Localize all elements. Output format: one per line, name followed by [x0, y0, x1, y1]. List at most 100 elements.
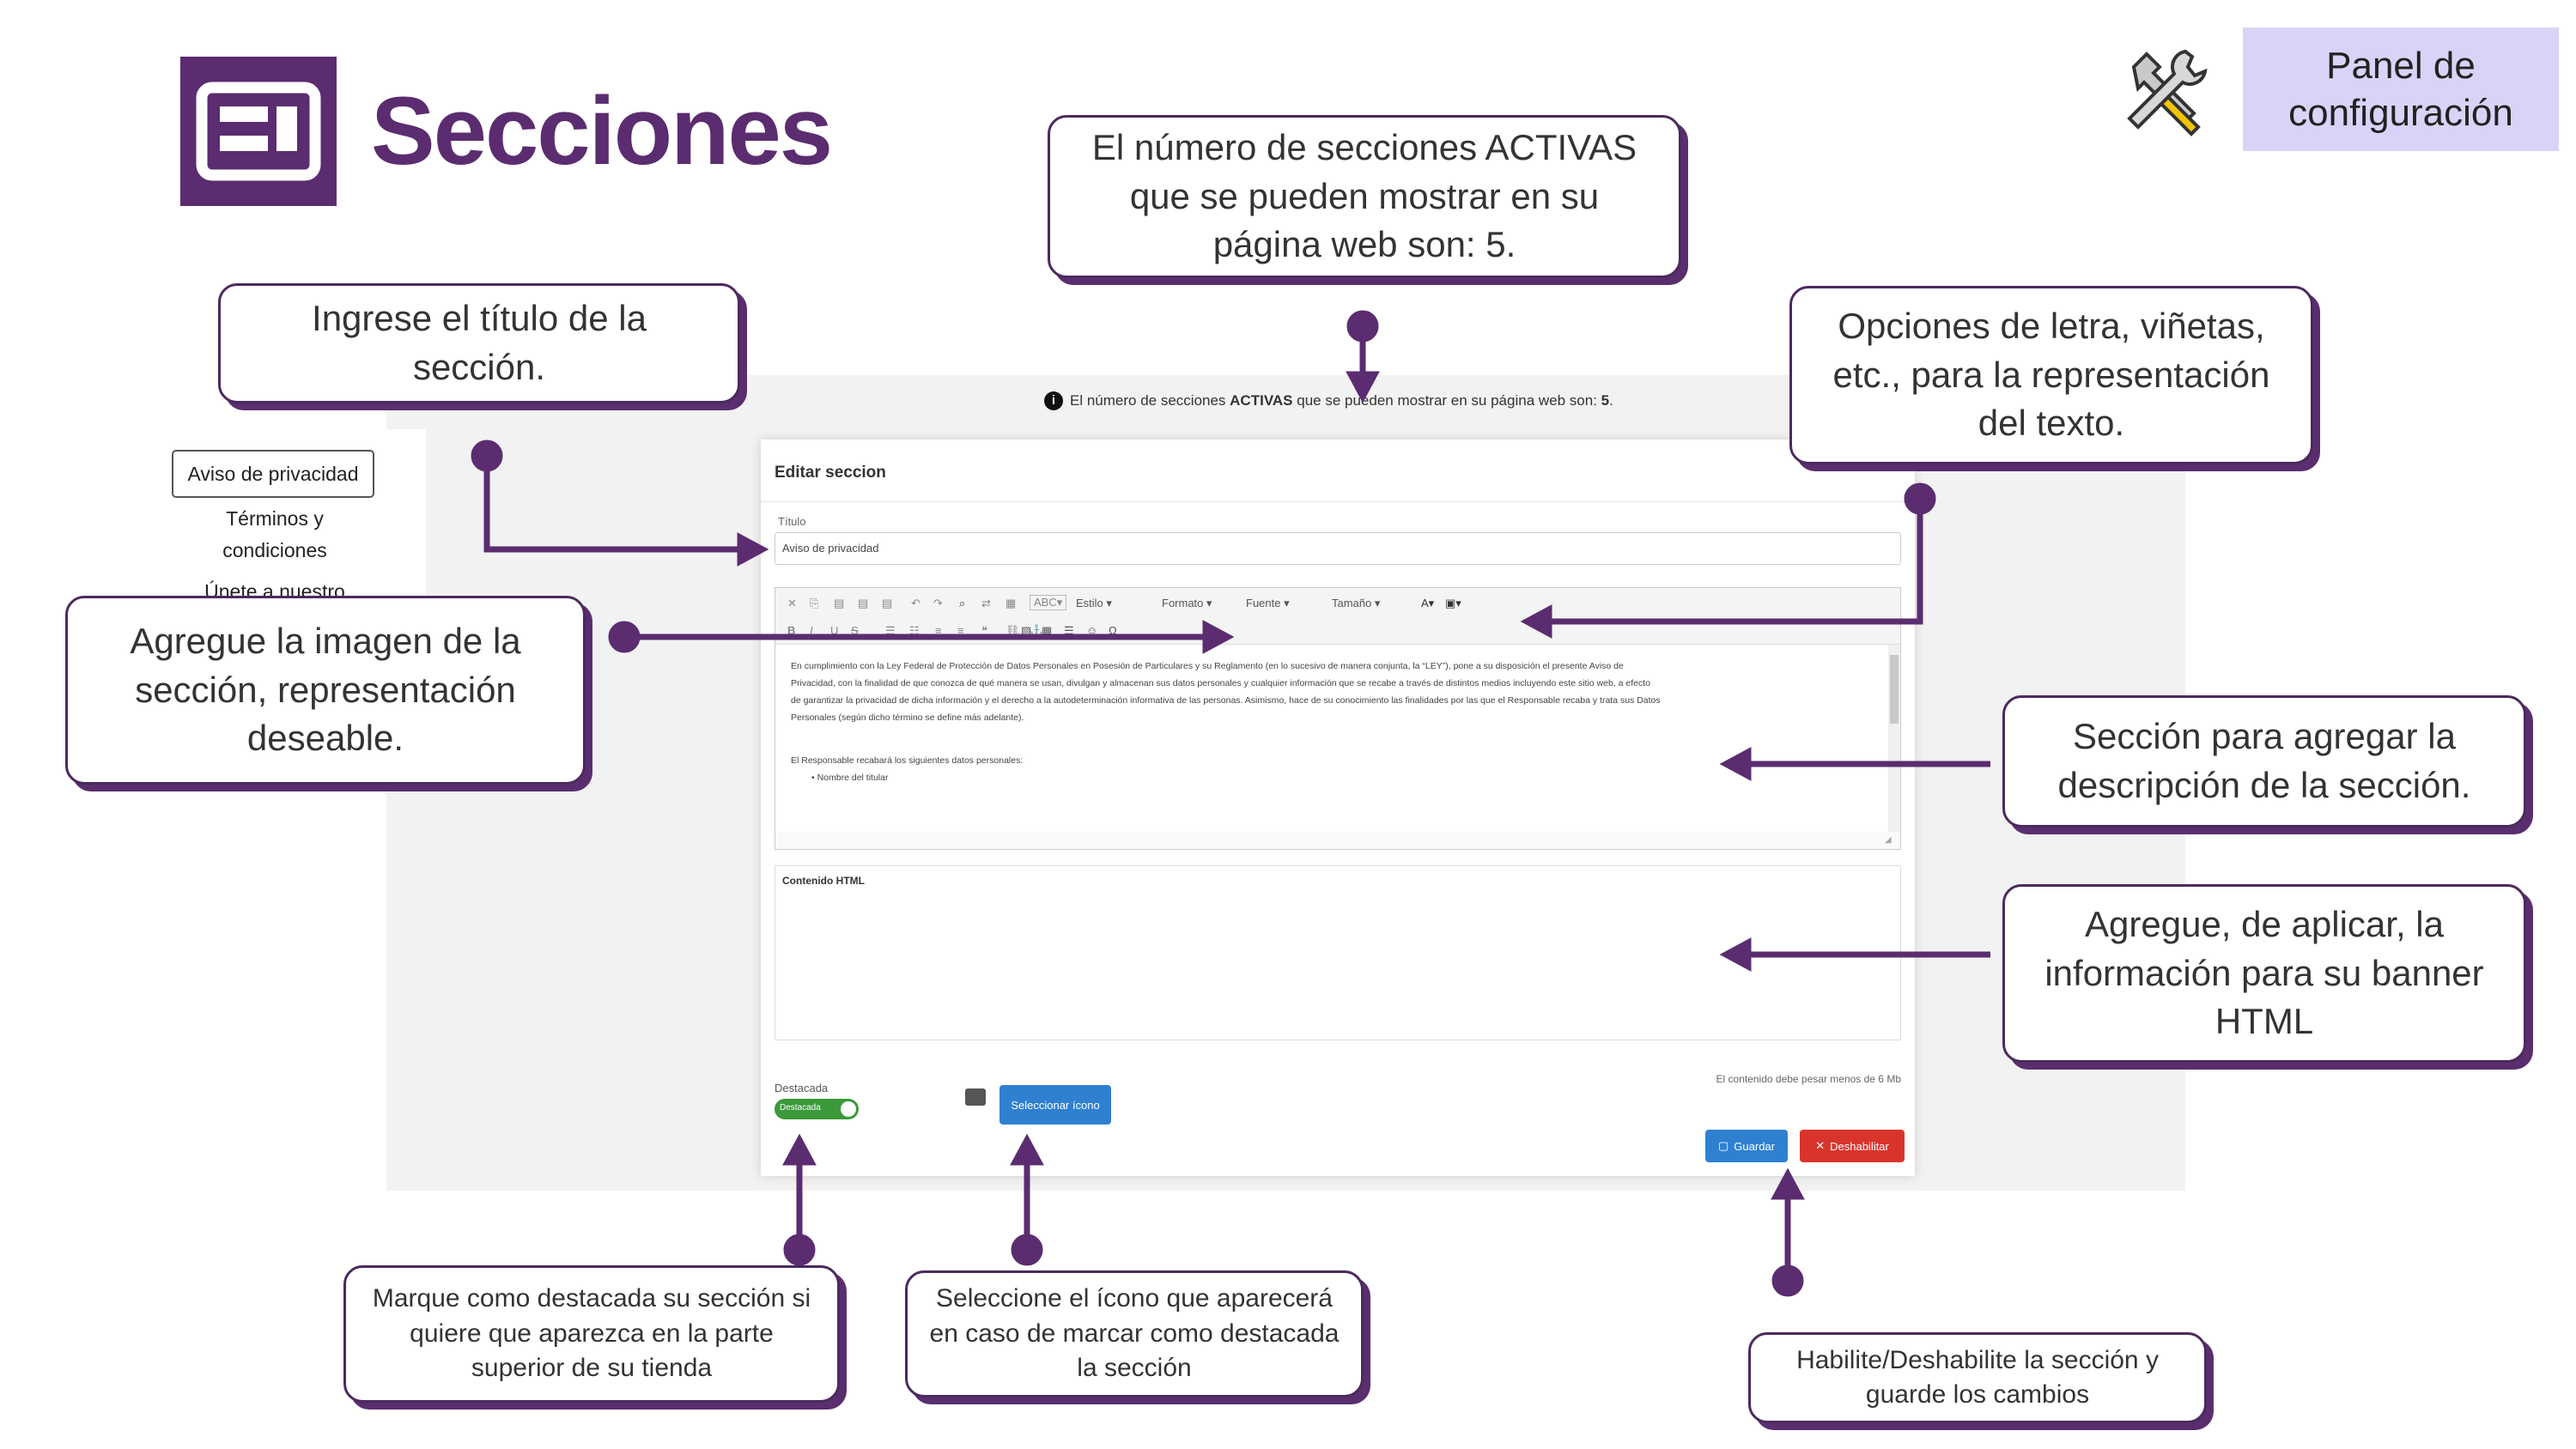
align-center-icon[interactable]: ≡: [957, 624, 964, 637]
redo-icon[interactable]: ↷: [933, 597, 943, 609]
editor-para-2: El Responsable recabará los siguientes d…: [791, 755, 1024, 766]
callout-image-text: Agregue la imagen de la sección, represe…: [130, 620, 521, 759]
font-dropdown[interactable]: Fuente ▾: [1246, 597, 1290, 609]
image-icon[interactable]: ▨: [1021, 624, 1032, 637]
size-note: El contenido debe pesar menos de 6 Mb: [1716, 1073, 1901, 1085]
sidebar-item-privacy[interactable]: Aviso de privacidad: [172, 450, 374, 498]
featured-toggle[interactable]: Destacada: [775, 1099, 859, 1119]
toggle-knob: [841, 1101, 856, 1117]
info-icon: i: [1044, 391, 1063, 410]
spellcheck-icon[interactable]: ABC▾: [1030, 595, 1067, 610]
callout-active-count-text: El número de secciones ACTIVAS que se pu…: [1091, 126, 1637, 265]
special-char-icon[interactable]: Ω: [1109, 624, 1117, 637]
callout-font-options-text: Opciones de letra, viñetas, etc., para l…: [1832, 305, 2270, 444]
sidebar-item-terms[interactable]: Términos y condiciones: [222, 507, 327, 561]
hr-icon[interactable]: ☰: [1064, 624, 1074, 637]
copy-icon[interactable]: ⎘: [810, 597, 819, 609]
editor-line-2: Privacidad, con la finalidad de que cono…: [791, 677, 1651, 688]
size-dropdown[interactable]: Tamaño ▾: [1332, 597, 1381, 609]
editor-line-4: Personales (según dicho término se defin…: [791, 712, 1024, 723]
callout-title: Ingrese el título de la sección.: [218, 283, 740, 403]
underline-icon[interactable]: U: [830, 624, 839, 637]
title-label: Título: [778, 515, 806, 528]
bg-color-icon[interactable]: ▣▾: [1445, 597, 1461, 609]
format-dropdown[interactable]: Formato ▾: [1162, 597, 1212, 609]
list-icon[interactable]: ☰: [885, 624, 896, 637]
notice-count: 5: [1601, 392, 1610, 409]
callout-description: Sección para agregar la descripción de l…: [2002, 695, 2526, 828]
editor-content[interactable]: En cumplimiento con la Ley Federal de Pr…: [775, 645, 1888, 832]
text-color-icon[interactable]: A▾: [1421, 597, 1435, 609]
undo-icon[interactable]: ↶: [911, 597, 920, 609]
config-panel-label: Panel de configuración: [2243, 27, 2559, 151]
close-icon: ✕: [1815, 1139, 1826, 1152]
anchor-icon[interactable]: ⚓: [1030, 624, 1044, 637]
sections-layout-icon: [196, 82, 321, 181]
featured-label: Destacada: [775, 1082, 829, 1094]
italic-icon[interactable]: I: [810, 624, 813, 637]
paste-text-icon[interactable]: ▤: [858, 597, 869, 609]
editor-bullet: • Nombre del titular: [811, 772, 889, 783]
style-label: Estilo: [1076, 597, 1103, 609]
featured-toggle-text: Destacada: [780, 1103, 821, 1113]
replace-icon[interactable]: ⇄: [981, 597, 991, 609]
sidebar-item-label: Aviso de privacidad: [187, 462, 359, 485]
select-icon-label: Seleccionar ícono: [1011, 1098, 1100, 1112]
size-label: Tamaño: [1332, 597, 1372, 609]
bold-icon[interactable]: B: [787, 624, 796, 637]
select-icon-button[interactable]: Seleccionar ícono: [999, 1085, 1111, 1125]
title-input[interactable]: Aviso de privacidad: [775, 532, 1901, 565]
wrench-hammer-icon: [2112, 41, 2211, 140]
sections-logo: [180, 57, 337, 206]
editor-bullet-text: Nombre del titular: [817, 772, 889, 783]
numbered-list-icon[interactable]: ☷: [909, 624, 920, 637]
notice-prefix: El número de secciones: [1070, 392, 1230, 409]
font-label: Fuente: [1246, 597, 1281, 609]
edit-section-modal: Editar seccion Título Aviso de privacida…: [761, 440, 1915, 1176]
callout-enable-text: Habilite/Deshabilite la sección y guarde…: [1796, 1345, 2159, 1410]
blockquote-icon[interactable]: ❝: [981, 624, 987, 637]
save-label: Guardar: [1734, 1139, 1775, 1153]
callout-icon-text: Seleccione el ícono que aparecerá en cas…: [929, 1284, 1340, 1383]
table-icon[interactable]: ▦: [1042, 624, 1053, 637]
disable-button[interactable]: ✕ Deshabilitar: [1800, 1130, 1905, 1162]
active-sections-notice: i El número de secciones ACTIVAS que se …: [1044, 391, 1613, 410]
cut-icon[interactable]: ✕: [787, 597, 797, 609]
callout-font-options: Opciones de letra, viñetas, etc., para l…: [1789, 286, 2313, 464]
notice-end: .: [1609, 392, 1613, 409]
resize-handle-icon[interactable]: ◢: [1885, 835, 1892, 845]
page-title: Secciones: [371, 77, 833, 185]
callout-featured-text: Marque como destacada su sección si quie…: [372, 1284, 811, 1383]
notice-mid: que se pueden mostrar en su página web s…: [1292, 392, 1601, 409]
html-content-label: Contenido HTML: [782, 875, 865, 887]
notice-bold: ACTIVAS: [1230, 392, 1293, 409]
align-icon[interactable]: ≡: [935, 624, 942, 637]
disable-label: Deshabilitar: [1830, 1139, 1889, 1153]
select-all-icon[interactable]: ▦: [1005, 597, 1017, 609]
editor-line-1: En cumplimiento con la Ley Federal de Pr…: [791, 661, 1624, 671]
callout-html-banner-text: Agregue, de aplicar, la información para…: [2044, 903, 2484, 1042]
callout-icon: Seleccione el ícono que aparecerá en cas…: [905, 1270, 1364, 1397]
save-icon: ▢: [1718, 1139, 1729, 1152]
smiley-icon[interactable]: ☺: [1086, 624, 1098, 637]
rich-text-editor: ✕ ⎘ ▤ ▤ ▤ ↶ ↷ ⌕ ⇄ ▦ ABC▾ Estilo ▾ Format…: [775, 587, 1901, 850]
strike-icon[interactable]: S: [851, 624, 859, 637]
style-dropdown[interactable]: Estilo ▾: [1076, 597, 1112, 609]
callout-title-text: Ingrese el título de la sección.: [312, 298, 647, 387]
find-icon[interactable]: ⌕: [959, 597, 966, 609]
callout-description-text: Sección para agregar la descripción de l…: [2057, 716, 2471, 805]
callout-active-count: El número de secciones ACTIVAS que se pu…: [1048, 115, 1681, 278]
callout-html-banner: Agregue, de aplicar, la información para…: [2002, 884, 2526, 1063]
config-panel-text: Panel de configuración: [2288, 45, 2513, 134]
format-label: Formato: [1162, 597, 1204, 609]
callout-featured: Marque como destacada su sección si quie…: [343, 1265, 840, 1403]
editor-scrollbar[interactable]: [1888, 645, 1900, 832]
paste-icon[interactable]: ▤: [834, 597, 845, 609]
callout-enable: Habilite/Deshabilite la sección y guarde…: [1748, 1332, 2207, 1423]
paste-word-icon[interactable]: ▤: [882, 597, 893, 609]
modal-title: Editar seccion: [775, 464, 886, 482]
link-icon[interactable]: ⛓: [1005, 624, 1020, 637]
editor-line-3: de garantizar la privacidad de dicha inf…: [791, 694, 1661, 706]
save-button[interactable]: ▢ Guardar: [1705, 1130, 1788, 1162]
